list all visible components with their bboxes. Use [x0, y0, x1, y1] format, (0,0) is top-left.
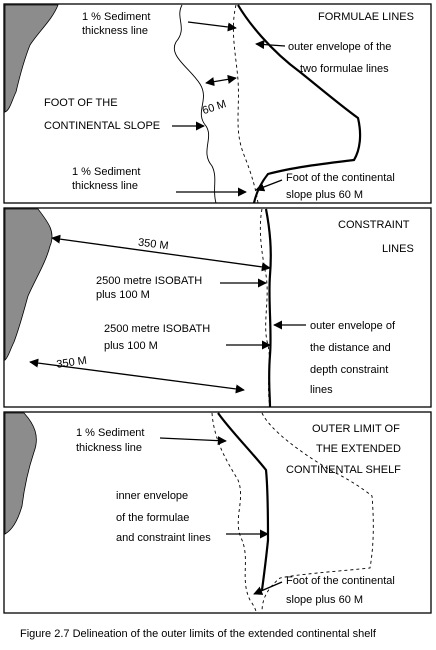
- constraint-envelope-line: [264, 208, 272, 408]
- label-isobath-b-2: plus 100 M: [104, 340, 158, 352]
- label-isobath-a-1: 2500 metre ISOBATH: [96, 275, 202, 287]
- panel-title-line-1: CONSTRAINT: [338, 219, 410, 231]
- label-sediment-bottom-2: thickness line: [72, 180, 138, 192]
- label-foot-of-slope-1: FOOT OF THE: [44, 97, 118, 109]
- label-outer-envelope-1: outer envelope of: [310, 320, 396, 332]
- label-sediment-line-1: 1 % Sediment: [82, 11, 150, 23]
- arrow-350m-top: [51, 234, 271, 272]
- panel-title-line-1: OUTER LIMIT OF: [312, 423, 400, 435]
- label-inner-envelope-2: of the formulae: [116, 512, 189, 524]
- label-outer-envelope-1: outer envelope of the: [288, 41, 391, 53]
- label-distance-350m-top: 350 M: [137, 237, 169, 253]
- label-distance-350m-bottom: 350 M: [56, 355, 88, 371]
- arrow-60m-dist: [205, 74, 237, 87]
- inner-envelope-line: [217, 412, 270, 591]
- label-foot-plus-60-1: Foot of the continental: [286, 575, 395, 587]
- label-foot-plus-60-2: slope plus 60 M: [286, 594, 363, 606]
- foot-of-slope-line: [173, 4, 217, 204]
- label-outer-envelope-3: depth constraint: [310, 364, 388, 376]
- sediment-thickness-line: [232, 4, 259, 204]
- label-isobath-b-1: 2500 metre ISOBATH: [104, 323, 210, 335]
- label-foot-plus-60-1: Foot of the continental: [286, 172, 395, 184]
- figure-caption: Figure 2.7 Delineation of the outer limi…: [20, 628, 377, 640]
- label-foot-of-slope-2: CONTINENTAL SLOPE: [44, 120, 160, 132]
- panel-title-line-2: LINES: [382, 243, 414, 255]
- panel-constraint-lines: CONSTRAINT LINES 350 M 2500 metre ISOBAT…: [3, 207, 432, 408]
- label-distance-60m: 60 M: [201, 98, 228, 117]
- arrow-outer-envelope: [255, 40, 286, 50]
- label-sediment-bottom-1: 1 % Sediment: [72, 166, 140, 178]
- arrow-foot-plus-60: [253, 581, 283, 595]
- arrow-sediment: [159, 436, 227, 446]
- land-mass: [4, 412, 37, 535]
- arrow-sediment-top: [187, 21, 237, 32]
- panel-title: FORMULAE LINES: [318, 11, 414, 23]
- label-outer-envelope-4: lines: [310, 384, 333, 396]
- land-mass: [4, 4, 59, 113]
- sediment-thickness-line: [261, 412, 374, 613]
- label-outer-envelope-2: the distance and: [310, 342, 391, 354]
- panel-border: [3, 411, 432, 614]
- arrow-350m-bottom: [29, 358, 245, 394]
- label-sediment-line-1: 1 % Sediment: [76, 427, 144, 439]
- label-foot-plus-60-2: slope plus 60 M: [286, 189, 363, 201]
- label-isobath-a-2: plus 100 M: [96, 289, 150, 301]
- outer-envelope-line: [237, 4, 362, 204]
- panel-title-line-2: THE EXTENDED: [316, 443, 401, 455]
- label-inner-envelope-1: inner envelope: [116, 490, 188, 502]
- arrow-foot-plus-60: [255, 179, 283, 192]
- label-inner-envelope-3: and constraint lines: [116, 532, 211, 544]
- panel-title-line-3: CONTINENTAL SHELF: [286, 464, 401, 476]
- label-outer-envelope-2: two formulae lines: [300, 63, 389, 75]
- panel-border: [3, 207, 432, 408]
- land-mass: [4, 208, 53, 361]
- panel-formulae-lines: FORMULAE LINES 1 % Sediment thickness li…: [3, 3, 432, 204]
- panel-outer-limit: OUTER LIMIT OF THE EXTENDED CONTINENTAL …: [3, 411, 432, 614]
- label-sediment-line-2: thickness line: [76, 442, 142, 454]
- foot-of-slope-dashed: [211, 412, 257, 613]
- panel-border: [3, 3, 432, 204]
- label-sediment-line-2: thickness line: [82, 25, 148, 37]
